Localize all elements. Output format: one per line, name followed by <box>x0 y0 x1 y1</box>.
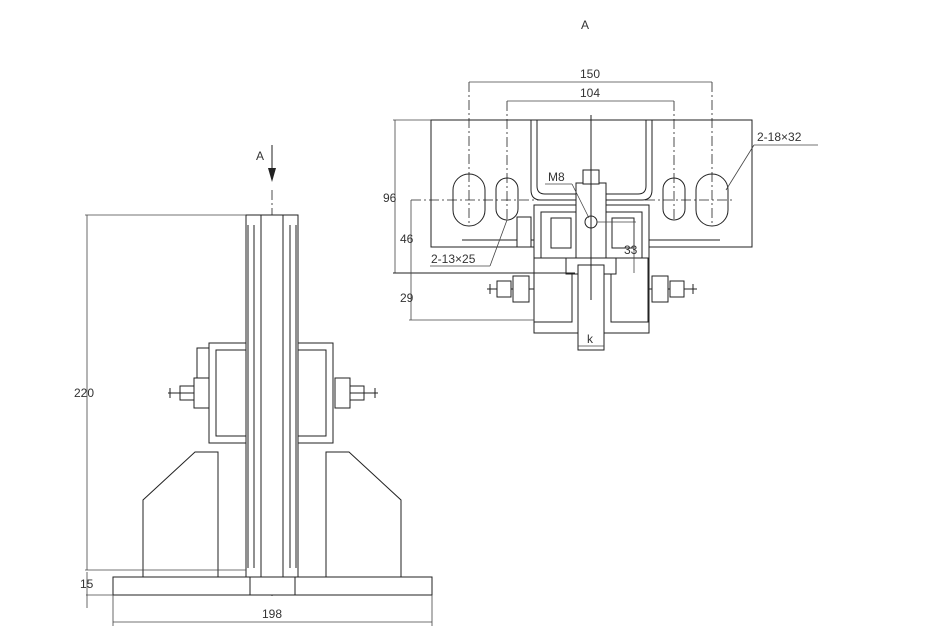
section-arrow-label: A <box>256 149 264 163</box>
dim-29: 29 <box>400 273 534 321</box>
section-arrow: A <box>256 145 276 182</box>
svg-text:k: k <box>587 332 594 346</box>
left-side-bolt <box>487 275 534 303</box>
dim-104: 104 <box>507 86 674 102</box>
svg-text:2-13×25: 2-13×25 <box>431 252 476 266</box>
svg-text:M8: M8 <box>548 170 565 184</box>
dim-220: 220 <box>74 214 246 571</box>
right-roller <box>610 257 649 323</box>
right-bolt <box>334 377 378 409</box>
base-plate <box>112 576 433 596</box>
dim-96: 96 <box>383 119 431 273</box>
dim-150: 150 <box>469 67 712 83</box>
top-view: A <box>383 18 818 351</box>
svg-text:96: 96 <box>383 191 397 205</box>
svg-text:29: 29 <box>400 291 414 305</box>
right-bracket <box>294 342 334 444</box>
svg-text:46: 46 <box>400 232 414 246</box>
dim-46: 46 <box>400 200 414 273</box>
guide-rail <box>245 214 299 579</box>
dim-15: 15 <box>80 572 113 608</box>
svg-text:2-18×32: 2-18×32 <box>757 130 802 144</box>
dim-k: k <box>578 332 604 347</box>
dim-198: 198 <box>112 595 433 626</box>
svg-text:33: 33 <box>624 243 638 257</box>
svg-text:15: 15 <box>80 577 94 591</box>
right-side-bolt <box>648 275 697 303</box>
svg-text:104: 104 <box>580 86 600 100</box>
left-shoe <box>142 451 219 579</box>
front-view: A <box>74 145 433 626</box>
svg-text:220: 220 <box>74 386 94 400</box>
svg-text:150: 150 <box>580 67 600 81</box>
svg-text:198: 198 <box>262 607 282 621</box>
callout-m8: M8 <box>545 170 590 219</box>
view-title: A <box>581 18 589 32</box>
callout-small-slots: 2-13×25 <box>430 219 508 267</box>
callout-large-slots: 2-18×32 <box>725 130 818 191</box>
dim-33: 33 <box>597 221 638 273</box>
right-shoe <box>325 451 402 579</box>
left-bolt <box>168 377 210 409</box>
